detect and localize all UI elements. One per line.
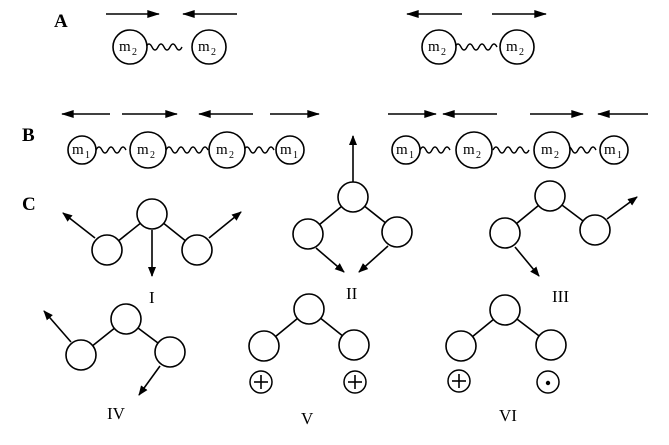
atom-ball <box>65 339 97 371</box>
mass-ball <box>499 29 535 65</box>
arrow-icon <box>514 246 540 277</box>
mass-label: m <box>216 142 228 158</box>
spring <box>165 146 209 154</box>
atom-ball <box>293 293 325 325</box>
mass-subscript: 2 <box>132 47 137 58</box>
atom-ball <box>154 336 186 368</box>
mass-ball <box>208 131 246 169</box>
mass-label: m <box>428 39 440 55</box>
section-a-left-molecule: m 2 m 2 <box>106 9 237 65</box>
mass-ball <box>533 131 571 169</box>
mode-i-molecule: I <box>62 198 242 307</box>
atom-ball <box>534 180 566 212</box>
mode-label: III <box>552 287 569 306</box>
mass-ball <box>67 135 97 165</box>
spring <box>454 43 498 51</box>
atom-ball <box>579 214 611 246</box>
atom-ball <box>535 329 567 361</box>
mode-label: IV <box>107 404 126 423</box>
mode-label: I <box>149 288 155 307</box>
arrow-icon <box>358 245 389 273</box>
mass-ball <box>191 29 227 65</box>
mass-subscript: 2 <box>441 47 446 58</box>
mode-iv-molecule: IV <box>43 303 186 423</box>
mode-ii-molecule: II <box>292 135 413 303</box>
mass-label: m <box>396 142 408 158</box>
section-a-right-molecule: m 2 m 2 <box>406 9 547 65</box>
atom-ball <box>338 329 370 361</box>
mass-label: m <box>541 142 553 158</box>
section-c-label: C <box>22 194 36 215</box>
mass-subscript: 1 <box>293 150 298 161</box>
mode-label: V <box>301 409 314 428</box>
plus-symbol-icon <box>249 370 273 394</box>
mass-subscript: 1 <box>617 150 622 161</box>
spring <box>145 43 183 51</box>
mass-ball <box>421 29 457 65</box>
mass-subscript: 1 <box>409 150 414 161</box>
arrow-icon <box>138 365 161 396</box>
section-a-label: A <box>54 11 68 32</box>
atom-ball <box>489 294 521 326</box>
mass-subscript: 2 <box>519 47 524 58</box>
mass-label: m <box>506 39 518 55</box>
mass-label: m <box>198 39 210 55</box>
mass-ball <box>129 131 167 169</box>
mass-label: m <box>137 142 149 158</box>
atom-ball <box>292 218 324 250</box>
mass-label: m <box>463 142 475 158</box>
mass-subscript: 2 <box>211 47 216 58</box>
atom-ball <box>248 330 280 362</box>
spring <box>419 146 451 154</box>
plus-symbol-icon <box>447 369 471 393</box>
mass-ball <box>391 135 421 165</box>
mass-subscript: 2 <box>150 150 155 161</box>
plus-symbol-icon <box>343 370 367 394</box>
mass-ball <box>599 135 629 165</box>
mass-ball <box>455 131 493 169</box>
dot-symbol-icon <box>536 370 560 394</box>
section-b-right-chain: m 1 m 2 m 2 m 1 <box>388 109 648 169</box>
mode-v-molecule: V <box>248 293 370 428</box>
atom-ball <box>91 234 123 266</box>
mass-label: m <box>280 142 292 158</box>
arrow-icon <box>208 211 242 239</box>
spring <box>95 146 127 154</box>
mass-label: m <box>72 142 84 158</box>
mass-subscript: 2 <box>476 150 481 161</box>
spring <box>243 146 275 154</box>
arrow-icon <box>43 310 72 343</box>
arrow-icon <box>315 247 345 273</box>
mass-ball <box>275 135 305 165</box>
mass-subscript: 2 <box>229 150 234 161</box>
atom-ball <box>181 234 213 266</box>
atom-ball <box>136 198 168 230</box>
section-b-left-chain: m 1 m 2 m 2 m 1 <box>61 109 320 169</box>
atom-ball <box>337 181 369 213</box>
atom-ball <box>381 216 413 248</box>
arrow-icon <box>606 196 638 220</box>
mass-label: m <box>604 142 616 158</box>
mode-iii-molecule: III <box>489 180 638 306</box>
atom-ball <box>489 217 521 249</box>
mass-ball <box>112 29 148 65</box>
mass-subscript: 1 <box>85 150 90 161</box>
mass-label: m <box>119 39 131 55</box>
mode-label: VI <box>499 406 517 425</box>
spring <box>565 146 597 154</box>
atom-ball <box>445 330 477 362</box>
mode-vi-molecule: VI <box>445 294 567 425</box>
atom-ball <box>110 303 142 335</box>
arrow-icon <box>62 212 96 239</box>
mode-label: II <box>346 284 358 303</box>
spring <box>492 146 530 154</box>
section-b-label: B <box>22 125 35 146</box>
mass-subscript: 2 <box>554 150 559 161</box>
